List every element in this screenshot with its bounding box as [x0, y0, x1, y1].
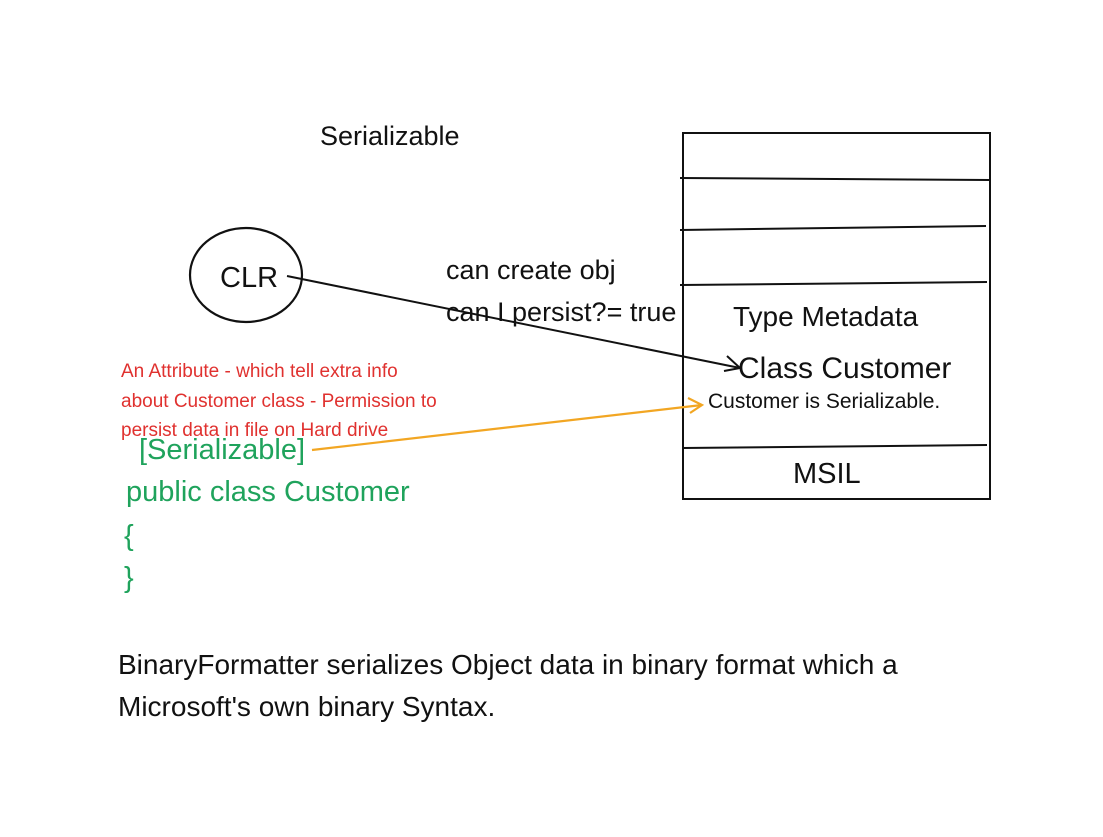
attribute-arrow-head	[687, 397, 705, 414]
attribute-annotation: An Attribute - which tell extra info abo…	[121, 357, 437, 446]
code-close-brace: }	[124, 562, 134, 594]
code-class-declaration: public class Customer	[126, 476, 410, 508]
clr-arrow-head	[723, 355, 743, 372]
type-metadata-label: Type Metadata	[733, 301, 919, 332]
clr-arrow	[286, 275, 741, 369]
clr-label: CLR	[220, 262, 279, 294]
attribute-arrow	[311, 403, 703, 452]
class-customer-label: Class Customer	[738, 352, 952, 385]
note-persist: can I persist?= true	[446, 297, 677, 327]
box-divider-3	[679, 281, 988, 286]
annotation-line: about Customer class - Permission to	[121, 390, 437, 412]
serializable-note: Customer is Serializable.	[708, 390, 941, 413]
diagram-title: Serializable	[320, 121, 460, 151]
box-divider-1	[679, 177, 991, 181]
note-create-obj: can create obj	[446, 255, 616, 285]
code-open-brace: {	[124, 520, 134, 552]
box-divider-msil	[682, 444, 988, 449]
description-line: Microsoft's own binary Syntax.	[118, 691, 496, 722]
code-attribute: [Serializable]	[139, 434, 306, 466]
box-divider-2	[679, 225, 987, 231]
annotation-line: An Attribute - which tell extra info	[121, 361, 398, 382]
binaryformatter-description: BinaryFormatter serializes Object data i…	[118, 644, 898, 728]
msil-label: MSIL	[793, 458, 861, 490]
clr-node	[188, 226, 304, 324]
annotation-line: persist data in file on Hard drive	[121, 420, 389, 441]
metadata-box	[682, 132, 991, 500]
description-line: BinaryFormatter serializes Object data i…	[118, 649, 898, 680]
